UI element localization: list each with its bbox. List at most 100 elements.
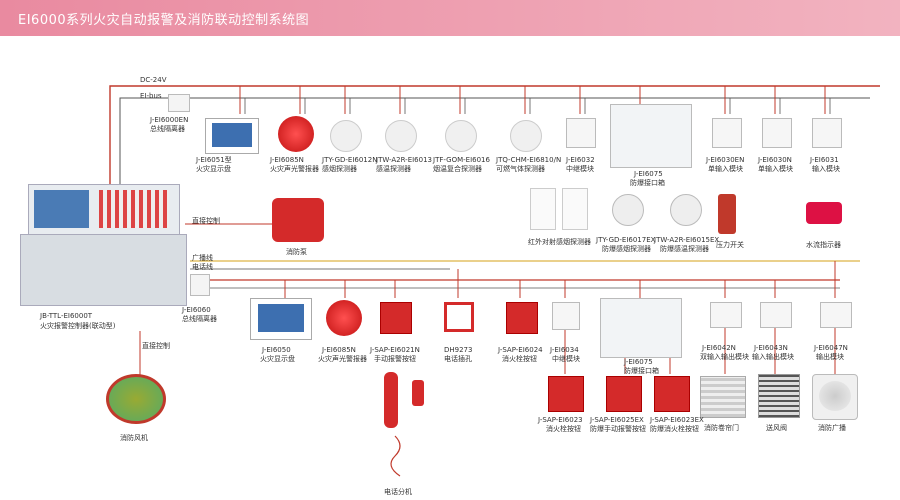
low-label-0b: 消火栓按钮 bbox=[546, 425, 581, 433]
phone-cord bbox=[390, 435, 401, 477]
low-label-0a: J-SAP-EI6023 bbox=[538, 416, 583, 424]
low-label-3: 消防卷帘门 bbox=[704, 424, 739, 432]
explosion-proof-box-device-2 bbox=[600, 298, 682, 358]
mid-label-2b: 防爆感温探测器 bbox=[660, 245, 709, 253]
top-label-3b: 感烟探测器 bbox=[322, 165, 357, 173]
wiring-lines bbox=[109, 85, 880, 477]
mid-label-2a: JTW-A2R-EI6015EX bbox=[654, 236, 720, 244]
top-label-4b: 感温探测器 bbox=[376, 165, 411, 173]
top-label-8b: 防爆接口箱 bbox=[630, 179, 665, 187]
bottom-label-0b: 火灾显示盘 bbox=[260, 355, 295, 363]
phone-line-label: 电话线 bbox=[192, 263, 213, 271]
top-label-10b: 单输入模块 bbox=[758, 165, 793, 173]
hydrant-button-device-2 bbox=[548, 376, 584, 412]
bottom-label-4a: J-SAP-EI6024 bbox=[498, 346, 543, 354]
low-label-4: 送风阀 bbox=[766, 424, 787, 432]
top-label-9b: 单输入模块 bbox=[708, 165, 743, 173]
low-label-5: 消防广播 bbox=[818, 424, 846, 432]
explosion-proof-box-device bbox=[610, 104, 692, 168]
top-label-6b: 可燃气体探测器 bbox=[496, 165, 545, 173]
bus-isolator-device-2 bbox=[190, 274, 210, 296]
phone-handset-device bbox=[384, 372, 398, 428]
bottom-label-1b: 火灾声光警报器 bbox=[318, 355, 367, 363]
top-label-7a: J-EI6032 bbox=[566, 156, 595, 164]
top-label-4a: JTW-A2R-EI6013 bbox=[376, 156, 432, 164]
top-label-1b: 火灾显示盘 bbox=[196, 165, 231, 173]
water-flow-indicator-device bbox=[806, 202, 842, 224]
io-module-device bbox=[760, 302, 792, 328]
bus-isolator-device bbox=[168, 94, 190, 112]
bottom-label-5b: 中继模块 bbox=[552, 355, 580, 363]
hydrant-button-device bbox=[506, 302, 538, 334]
isolator2-label-1: J-EI6060 bbox=[182, 306, 211, 314]
control-panel bbox=[20, 184, 187, 306]
diagram-canvas: DC-24V EI-bus 直接控制 广播线 电话线 直接控制 JB-TTL-E… bbox=[0, 36, 900, 500]
bottom-label-5a: J-EI6034 bbox=[550, 346, 579, 354]
ex-heat-detector-device bbox=[670, 194, 702, 226]
bottom-label-7a: J-EI6042N bbox=[702, 344, 736, 352]
top-label-11b: 输入模块 bbox=[812, 165, 840, 173]
dc24-label: DC-24V bbox=[140, 76, 167, 84]
bottom-drops bbox=[284, 261, 836, 298]
beam-detector-device-1 bbox=[530, 188, 556, 230]
rolling-shutter-device bbox=[700, 376, 746, 418]
top-drops bbox=[239, 86, 826, 114]
mid-label-1b: 防爆感烟探测器 bbox=[602, 245, 651, 253]
top-label-11a: J-EI6031 bbox=[810, 156, 839, 164]
air-valve-device bbox=[758, 374, 800, 418]
sound-light-alarm-device-2 bbox=[326, 300, 362, 336]
low-drops bbox=[564, 326, 836, 374]
beam-detector-device-2 bbox=[562, 188, 588, 230]
phone-ext-label: 电话分机 bbox=[384, 488, 412, 496]
top-label-7b: 中继模块 bbox=[566, 165, 594, 173]
dual-io-module-device bbox=[710, 302, 742, 328]
output-module-device bbox=[820, 302, 852, 328]
bottom-label-3b: 电话插孔 bbox=[444, 355, 472, 363]
pump-label: 消防泵 bbox=[286, 248, 307, 256]
bottom-label-7b: 双输入输出模块 bbox=[700, 353, 749, 361]
low-label-1a: J-SAP-EI6025EX bbox=[590, 416, 644, 424]
broadcast-label: 广播线 bbox=[192, 254, 213, 262]
top-label-3a: JTY-GD-EI6012N bbox=[322, 156, 378, 164]
fire-fan-device bbox=[106, 374, 166, 424]
top-label-6a: JTQ-CHM-EI6810/N bbox=[496, 156, 562, 164]
combo-detector-device bbox=[445, 120, 477, 152]
top-label-5b: 烟温复合探测器 bbox=[433, 165, 482, 173]
single-input-module-device-1 bbox=[712, 118, 742, 148]
mid-label-3: 压力开关 bbox=[716, 241, 744, 249]
direct-control-label: 直接控制 bbox=[192, 217, 220, 225]
top-label-8a: J-EI6075 bbox=[634, 170, 663, 178]
mid-label-1a: JTY-GD-EI6017EX bbox=[596, 236, 656, 244]
isolator-label-2: 总线隔离器 bbox=[150, 125, 185, 133]
phone-jack-device bbox=[444, 302, 474, 332]
low-label-2a: J-SAP-EI6023EX bbox=[650, 416, 704, 424]
speaker-device bbox=[812, 374, 858, 420]
fire-pump-device bbox=[272, 198, 324, 242]
ex-smoke-detector-device bbox=[612, 194, 644, 226]
phone-ext-device bbox=[412, 380, 424, 406]
top-label-2a: J-EI6085N bbox=[270, 156, 304, 164]
smoke-detector-device bbox=[330, 120, 362, 152]
fire-display-panel-device-2 bbox=[250, 298, 312, 340]
bottom-label-6a: J-EI6075 bbox=[624, 358, 653, 366]
top-label-5a: JTF-GOM-EI6016 bbox=[433, 156, 490, 164]
bottom-label-3a: DH9273 bbox=[444, 346, 473, 354]
input-module-device bbox=[812, 118, 842, 148]
page-title: EI6000系列火灾自动报警及消防联动控制系统图 bbox=[18, 13, 310, 28]
isolator2-label-2: 总线隔离器 bbox=[182, 315, 217, 323]
bottom-label-0a: J-EI6050 bbox=[262, 346, 291, 354]
panel-label-2: 火灾报警控制器(联动型) bbox=[40, 322, 116, 330]
panel-label-1: JB-TTL-EI6000T bbox=[40, 312, 93, 320]
top-drops-black bbox=[244, 98, 831, 114]
top-label-10a: J-EI6030N bbox=[758, 156, 792, 164]
relay-module-device-2 bbox=[552, 302, 580, 330]
bottom-label-9a: J-EI6047N bbox=[814, 344, 848, 352]
bottom-label-2a: J-SAP-EI6021N bbox=[370, 346, 420, 354]
bottom-label-1a: J-EI6085N bbox=[322, 346, 356, 354]
isolator-label-1: J-EI6000EN bbox=[150, 116, 189, 124]
mid-label-4: 水流指示器 bbox=[806, 241, 841, 249]
mid-label-0: 红外对射感烟探测器 bbox=[528, 238, 591, 246]
single-input-module-device-2 bbox=[762, 118, 792, 148]
bottom-label-2b: 手动报警按钮 bbox=[374, 355, 416, 363]
bottom-label-8b: 输入输出模块 bbox=[752, 353, 794, 361]
